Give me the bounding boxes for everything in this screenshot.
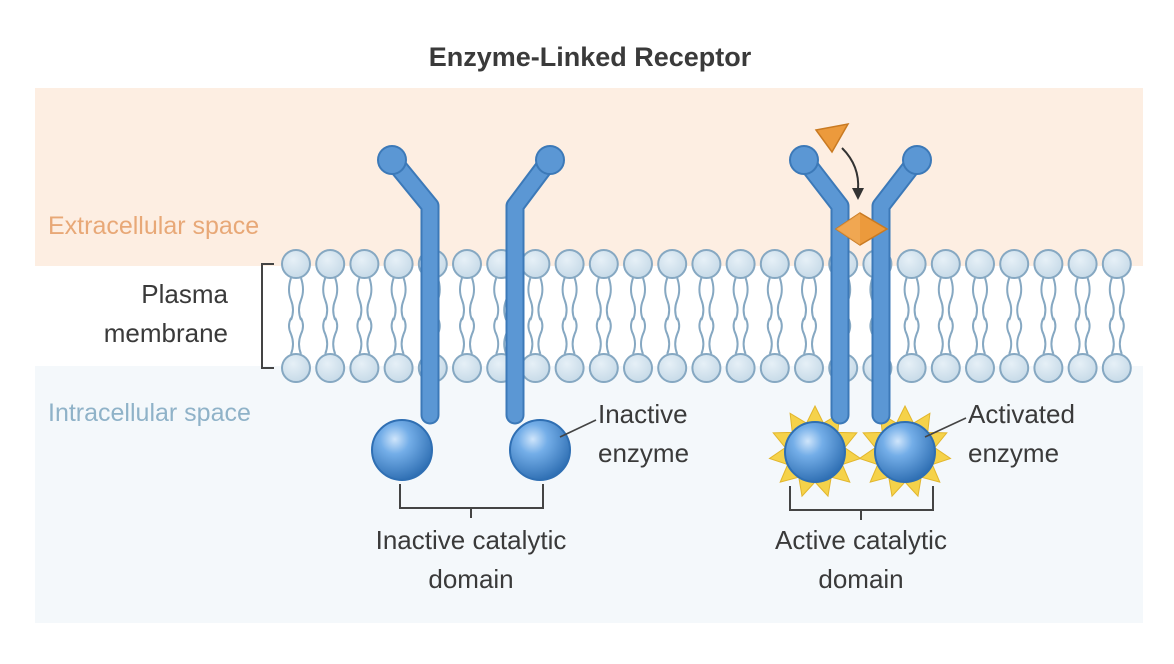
lipid-tail [630,277,646,355]
lipid-head-outer [657,249,688,279]
extracellular-space-label: Extracellular space [48,212,259,240]
lipid-head-outer [896,249,927,279]
lipid-head-inner [930,353,961,383]
inactive-domain-bracket [399,484,544,518]
active-domain-label-line2: domain [818,564,903,594]
plasma-membrane-label-line1: Plasma [141,279,228,309]
lipid-tail [972,277,988,355]
lipid-tail [390,277,407,355]
lipid-tail [561,277,578,355]
binding-arrow-head [852,188,864,200]
lipid-head-outer [691,249,722,279]
lipid-head-outer [349,249,380,279]
lipid-tail [527,277,544,355]
lipid-tail [766,277,783,355]
lipid-head-inner [281,353,311,383]
lipid-head-outer [383,249,414,279]
lipid-tail [459,277,475,355]
extracellular-region [35,88,1143,266]
lipid-head-outer [965,249,995,279]
lipid-tail [1040,277,1057,355]
lipid-head-outer [1101,249,1132,279]
lipid-tail [322,277,339,355]
diagram-title: Enzyme-Linked Receptor [429,42,752,72]
lipid-head-outer [1067,249,1098,279]
lipid-tail [1108,277,1125,355]
lipid-tail [903,277,920,355]
lipid-tail [1074,277,1091,355]
lipid-head-inner [349,353,380,383]
inactive-enzyme-left [371,419,433,481]
lipid-head-outer [315,249,346,279]
lipid-head-inner [794,353,824,383]
lipid-tail [288,277,304,355]
lipid-head-outer [725,249,756,279]
lipid-tail [732,277,749,355]
binding-arrow [841,147,860,191]
lipid-head-inner [1033,353,1064,383]
lipid-head-outer [588,249,619,279]
lipid-head-inner [588,353,619,383]
activated-enzyme-pointer [924,417,967,438]
inactive-enzyme-pointer [559,419,597,438]
lipid-head-inner [383,353,414,383]
lipid-tail [937,277,954,355]
lipid-tail [664,277,681,355]
activated-enzyme-label-line2: enzyme [968,438,1059,468]
active-receptor-left [789,145,850,425]
lipid-head-inner [691,353,722,383]
inactive-enzyme-label-line2: enzyme [598,438,689,468]
plasma-membrane-label-line2: membrane [104,318,228,348]
lipid-head-inner [965,353,995,383]
active-domain-label-line1: Active catalytic [775,525,947,555]
lipid-tail [356,277,373,355]
intracellular-space-label: Intracellular space [48,399,251,427]
lipid-tail [595,277,612,355]
lipid-head-outer [520,249,551,279]
lipid-head-inner [759,353,790,383]
inactive-domain-label-line1: Inactive catalytic [376,525,567,555]
lipid-head-outer [1033,249,1064,279]
lipid-head-outer [999,249,1030,279]
inactive-enzyme-label-line1: Inactive [598,399,688,429]
lipid-bilayer [281,249,1132,383]
activated-enzyme-left [784,421,846,483]
lipid-head-outer [930,249,961,279]
lipid-tail [698,277,715,355]
lipid-head-inner [520,353,551,383]
lipid-head-inner [999,353,1030,383]
lipid-head-inner [725,353,756,383]
membrane-region [35,266,1143,366]
lipid-head-outer [452,249,482,279]
inactive-domain-label-line2: domain [428,564,513,594]
intracellular-region [35,366,1143,623]
lipid-head-inner [452,353,482,383]
lipid-head-inner [554,353,585,383]
activated-enzyme-right [874,421,936,483]
lipid-head-inner [1067,353,1098,383]
lipid-head-outer [794,249,824,279]
active-domain-bracket [789,486,934,520]
inactive-enzyme-right [509,419,571,481]
inactive-receptor-right [505,145,565,425]
lipid-head-inner [1101,353,1132,383]
lipid-head-outer [623,249,653,279]
membrane-bracket [261,263,274,369]
lipid-head-outer [554,249,585,279]
lipid-head-outer [281,249,311,279]
active-receptor-right [871,145,932,425]
lipid-head-inner [657,353,688,383]
bound-ligand-diamond-icon [834,212,889,246]
lipid-tail [1006,277,1023,355]
ligand-triangle-icon [814,122,850,154]
lipid-head-outer [759,249,790,279]
lipid-head-inner [896,353,927,383]
lipid-head-inner [623,353,653,383]
activated-enzyme-label-line1: Activated [968,399,1075,429]
inactive-receptor-left [377,145,440,425]
lipid-tail [801,277,817,355]
lipid-head-inner [315,353,346,383]
